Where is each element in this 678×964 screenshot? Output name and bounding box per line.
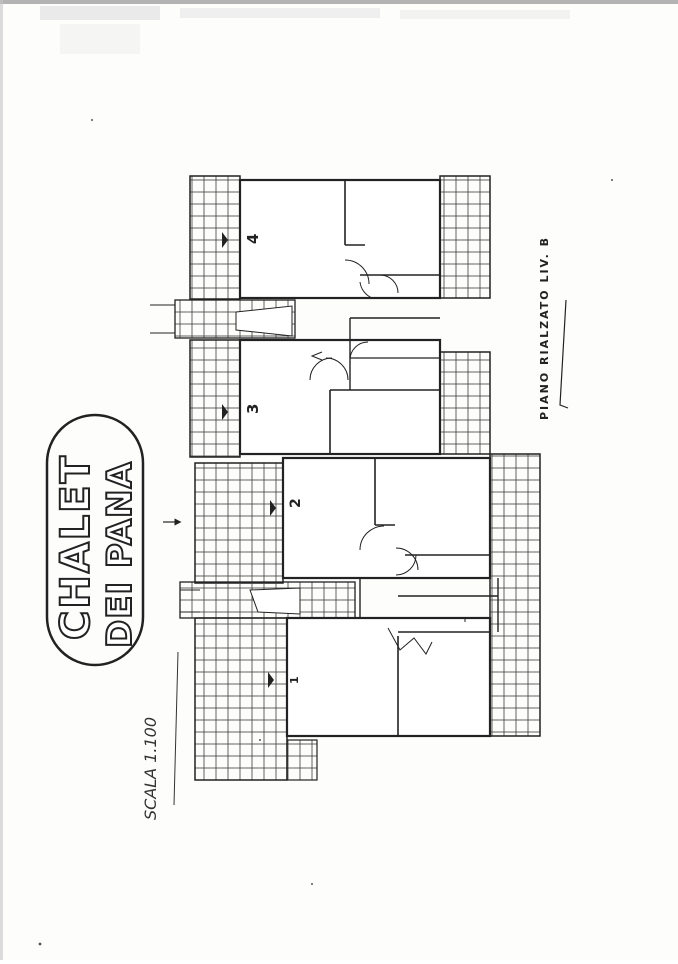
floor-label: PIANO RIALZATO LIV. B xyxy=(538,236,551,420)
logo-line-2: DEI PANA xyxy=(100,461,140,648)
unit-number-1: 1 xyxy=(288,676,301,684)
floor-label-arrow xyxy=(559,299,569,409)
logo-line-1: CHALET xyxy=(53,454,99,640)
unit-number-4: 4 xyxy=(244,234,262,244)
chalet-logo: CHALET DEI PANA xyxy=(45,413,145,667)
scale-note: SCALA 1.100 xyxy=(141,717,160,820)
scale-underline xyxy=(173,651,179,806)
unit-number-3: 3 xyxy=(244,404,262,414)
floor-note: PIANO RIALZATO LIV. B xyxy=(538,236,551,420)
unit-number-2: 2 xyxy=(288,498,304,508)
unit-labels: 1 2 3 4 xyxy=(244,234,304,684)
stray-marks xyxy=(38,119,613,946)
entry-arrows xyxy=(163,232,276,688)
plan-block-upper xyxy=(150,175,491,458)
plan-block-lower xyxy=(179,453,541,781)
scale-label: SCALA 1.100 xyxy=(141,717,160,820)
